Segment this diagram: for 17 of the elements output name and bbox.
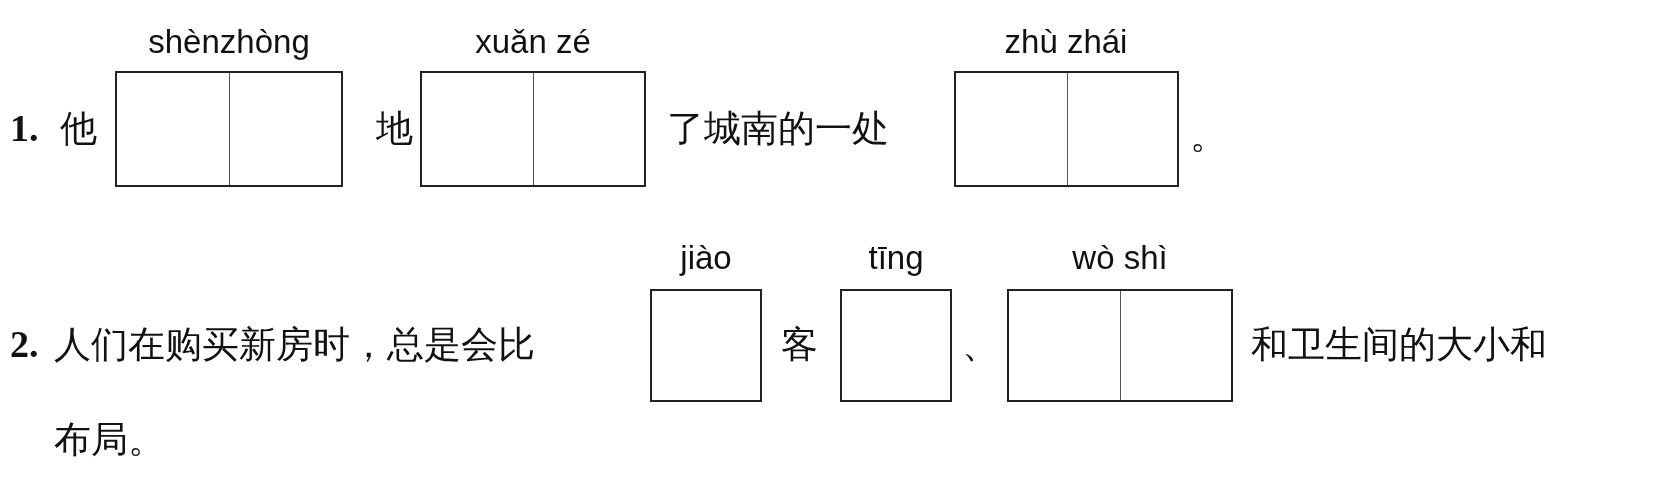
pinyin-text: tīng (868, 238, 924, 278)
sentence-text: 人们在购买新房时，总是会比 (54, 322, 535, 368)
pinyin-text: shènzhòng (148, 22, 310, 62)
pinyin-text: zhù zhái (1004, 22, 1128, 62)
question-number: 2. (10, 322, 39, 368)
pinyin-text: jiào (680, 238, 732, 278)
sentence-text: 。 (1190, 113, 1227, 159)
pinyin-text: xuǎn zé (475, 22, 591, 62)
sentence-text: 和卫生间的大小和 (1251, 322, 1547, 368)
sentence-text: 了城南的一处 (667, 106, 889, 152)
sentence-text: 客 (781, 322, 818, 368)
question-number: 1. (10, 106, 39, 152)
sentence-text: 布局。 (54, 417, 165, 463)
pinyin-text: wò shì (1072, 238, 1168, 278)
sentence-text: 地 (376, 106, 413, 152)
sentence-text: 、 (962, 322, 999, 368)
sentence-text: 他 (60, 106, 97, 152)
